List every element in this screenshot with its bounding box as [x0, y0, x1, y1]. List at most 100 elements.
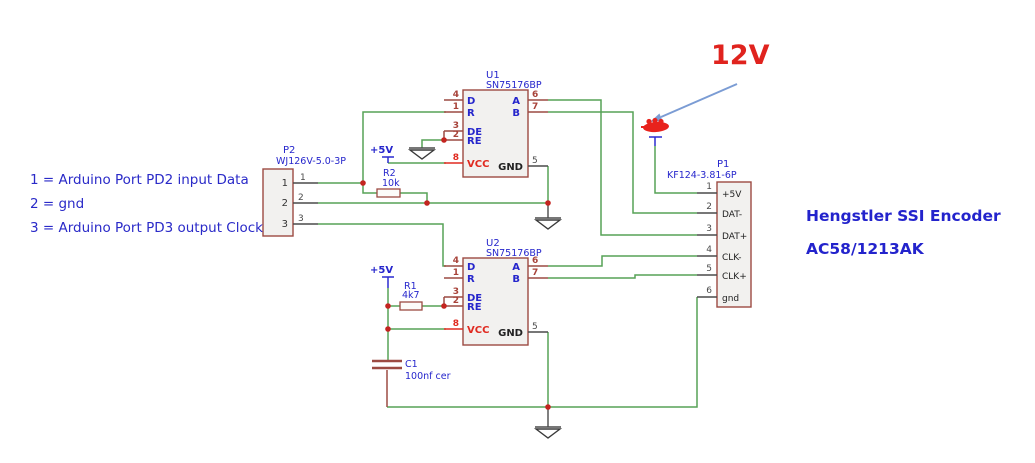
p1-pin4-num: 4: [706, 245, 712, 255]
u1-pin1-num: 1: [453, 102, 459, 112]
p1-pin6-num: 6: [706, 286, 712, 296]
u2-pin3-num: 3: [453, 287, 459, 297]
wire-u2a-p1clk-: [548, 255, 697, 267]
u1-b-label: B: [512, 108, 520, 119]
u2-gnd-label: GND: [498, 328, 523, 339]
u2-re-label: RE: [467, 302, 482, 313]
blob-mark: [646, 118, 652, 125]
power-flag-lower: +5V: [370, 265, 394, 288]
junction-dot: [545, 200, 551, 206]
blob-body: [643, 121, 669, 133]
wire-u2b-p1clk+: [548, 274, 697, 279]
c1-capacitor: C1 100nf cer: [372, 359, 451, 382]
p1-pin1-num: 1: [706, 182, 712, 192]
p2-connector: P2 WJ126V-5.0-3P 1 2 3 1 2 3: [262, 145, 346, 237]
ground-triangle: [533, 219, 563, 230]
p1-pin4-name: CLK-: [722, 253, 742, 263]
u2-body: [462, 257, 529, 346]
u1-re-label: RE: [467, 136, 482, 147]
p1-connector: P1 KF124-3.81-6P 1 2 3 4 5 6 +5V DAT- DA…: [667, 159, 752, 308]
u1-body: [462, 89, 529, 178]
c1-ref-label: C1: [405, 359, 418, 370]
wire-node-u1r: [362, 111, 446, 183]
u1-pin5-num: 5: [532, 156, 538, 166]
r2-resistor: R2 10k: [376, 168, 401, 198]
u2-pin2-num: 2: [453, 296, 459, 306]
u2-ic: U2 SN75176BP 4 1 3 2 8 D R DE RE VCC A B…: [443, 238, 548, 346]
encoder-name-label: Hengstler SSI Encoder: [806, 207, 1001, 225]
u1-ref-label: U1: [486, 70, 500, 81]
u1-r-label: R: [467, 108, 475, 119]
supply-12v-label: 12V: [711, 40, 770, 71]
p2-pin1-num-inside: 1: [282, 178, 288, 189]
wire-r2right-gnd: [400, 192, 428, 203]
u1-de-label: DE: [467, 127, 482, 138]
junction-dot: [441, 303, 447, 309]
note-pd2: 1 = Arduino Port PD2 input Data: [30, 172, 249, 188]
u1-a-label: A: [512, 96, 520, 107]
plus5v-lower-label: +5V: [370, 265, 393, 276]
wire-u1dere-gnd: [421, 139, 446, 148]
p1-part-label: KF124-3.81-6P: [667, 170, 737, 181]
u1-pin3-num: 3: [453, 121, 459, 131]
highlight-blob: [641, 117, 669, 133]
u1-ic: U1 SN75176BP 4 1 3 2 8 D R DE RE VCC A B…: [443, 70, 548, 178]
u1-gnd-label: GND: [498, 162, 523, 173]
ground-symbol-left: [533, 203, 563, 230]
p1-pin1-name: +5V: [722, 190, 742, 200]
p1-pin3-num: 3: [706, 224, 712, 234]
blob-mark: [658, 118, 664, 125]
u1-part-label: SN75176BP: [486, 80, 542, 91]
junction-dot: [545, 404, 551, 410]
encoder-model-label: AC58/1213AK: [806, 240, 925, 258]
u2-vcc-label: VCC: [467, 325, 489, 336]
wire-u1b-p1dat-: [548, 111, 697, 214]
p1-pin3-name: DAT+: [722, 232, 747, 242]
wires: [318, 99, 698, 408]
junction-dots: [360, 137, 551, 410]
u2-part-label: SN75176BP: [486, 248, 542, 259]
r2-ref-label: R2: [383, 168, 396, 179]
r2-value-label: 10k: [382, 178, 400, 189]
r1-body: [399, 301, 423, 311]
p1-pin2-name: DAT-: [722, 210, 742, 220]
p2-ref-label: P2: [283, 145, 295, 156]
r1-ref-label: R1: [404, 281, 417, 292]
encoder-label: Hengstler SSI Encoder AC58/1213AK: [806, 207, 1001, 258]
p2-pin1-num-outside: 1: [300, 173, 306, 183]
r1-resistor: R1 4k7: [399, 281, 423, 311]
p2-pin3-num-outside: 3: [298, 214, 304, 224]
note-pd3: 3 = Arduino Port PD3 output Clock: [30, 220, 263, 236]
u2-pin5-num: 5: [532, 322, 538, 332]
p1-pin5-num: 5: [706, 264, 712, 274]
ground-symbols: [407, 147, 563, 439]
u1-vcc-label: VCC: [467, 159, 489, 170]
u2-ref-label: U2: [486, 238, 500, 249]
p1-pin2-num: 2: [706, 202, 712, 212]
u2-a-label: A: [512, 262, 520, 273]
p2-pin3-num-inside: 3: [282, 219, 288, 230]
p1-pin6-name: gnd: [722, 294, 739, 304]
u2-b-label: B: [512, 274, 520, 285]
wire-p2pin3-u2d: [318, 223, 446, 267]
ground-triangle: [533, 428, 563, 439]
u2-pin6-num: 6: [532, 256, 538, 266]
ground-symbol-u1: [407, 147, 437, 160]
supply-annotation: 12V: [641, 40, 770, 146]
junction-dot: [385, 303, 391, 309]
u2-r-label: R: [467, 274, 475, 285]
annotation-arrow-line: [660, 83, 738, 118]
note-gnd: 2 = gnd: [30, 196, 84, 212]
wire-node-r2left: [362, 183, 377, 194]
power-flag-upper: +5V: [370, 145, 394, 163]
junction-dot: [385, 326, 391, 332]
p2-part-label: WJ126V-5.0-3P: [276, 156, 346, 167]
p1-ref-label: P1: [717, 159, 729, 170]
p1-pin5-name: CLK+: [722, 272, 747, 282]
ground-triangle: [407, 149, 437, 160]
u2-pin7-num: 7: [532, 268, 538, 278]
c1-value-label: 100nf cer: [405, 371, 451, 382]
ground-symbol-bottom: [533, 407, 563, 439]
